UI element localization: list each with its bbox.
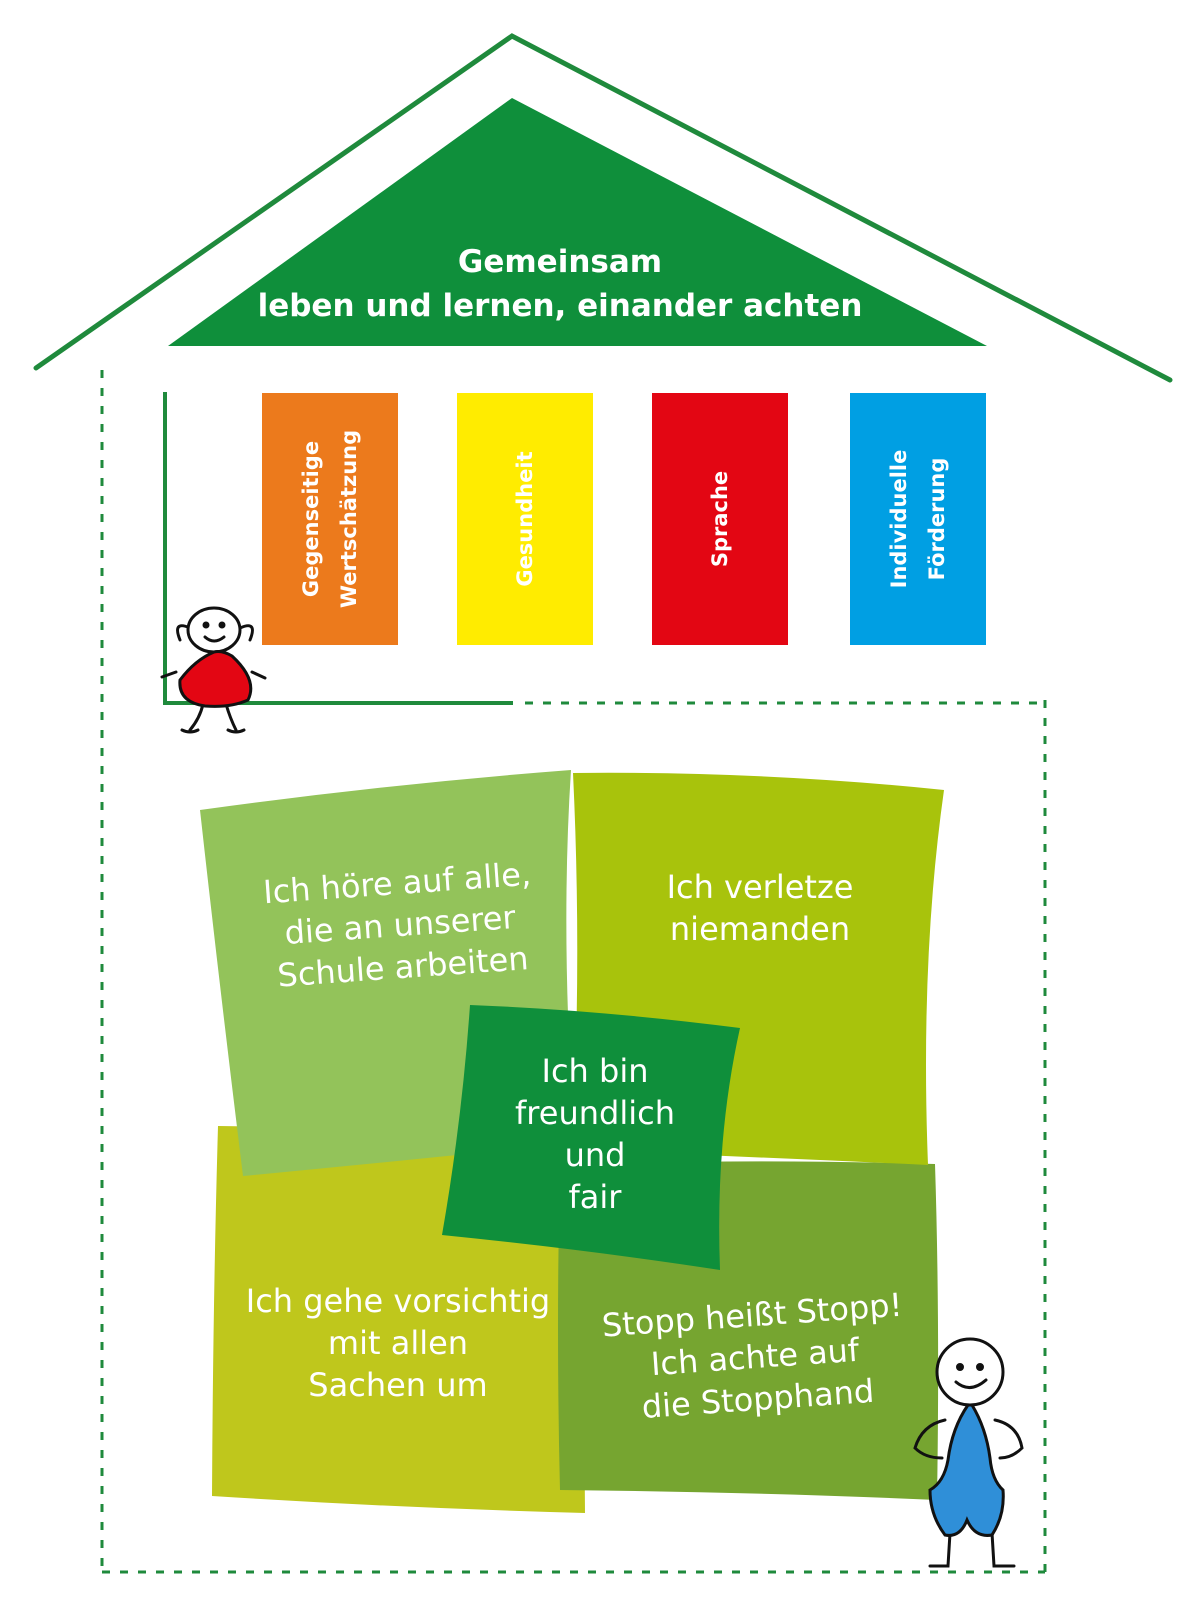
rule-line: Sachen um [308,1366,488,1404]
rule-line: niemanden [669,910,851,948]
tile-center [442,1005,740,1270]
pillar-frame [163,392,513,705]
rule-line: mit allen [327,1324,469,1362]
roof-title-line2: leben und lernen, einander achten [257,288,863,324]
roof-title: Gemeinsam leben und lernen, einander ach… [200,240,920,328]
pillar-foerderung: Individuelle Förderung [850,393,986,645]
inner-roof [168,98,987,346]
rule-bottom-left: Ich gehe vorsichtig mit allen Sachen um [228,1280,568,1406]
rule-line: Ich gehe vorsichtig [245,1282,551,1320]
pillar-gesundheit: Gesundheit [457,393,593,645]
rule-line: freundlich [515,1094,675,1132]
rule-line: fair [568,1178,622,1216]
rule-line: Ich verletze [666,868,854,906]
rule-line: Ich bin [541,1052,649,1090]
pillar-wertschaetzung: Gegenseitige Wertschätzung [262,393,398,645]
rule-center: Ich bin freundlich und fair [475,1050,715,1218]
outer-roof-line [33,33,1173,383]
rule-line: und [564,1136,626,1174]
roof-title-line1: Gemeinsam [457,244,663,280]
rule-top-right: Ich verletze niemanden [600,866,920,950]
pillar-sprache: Sprache [652,393,788,645]
